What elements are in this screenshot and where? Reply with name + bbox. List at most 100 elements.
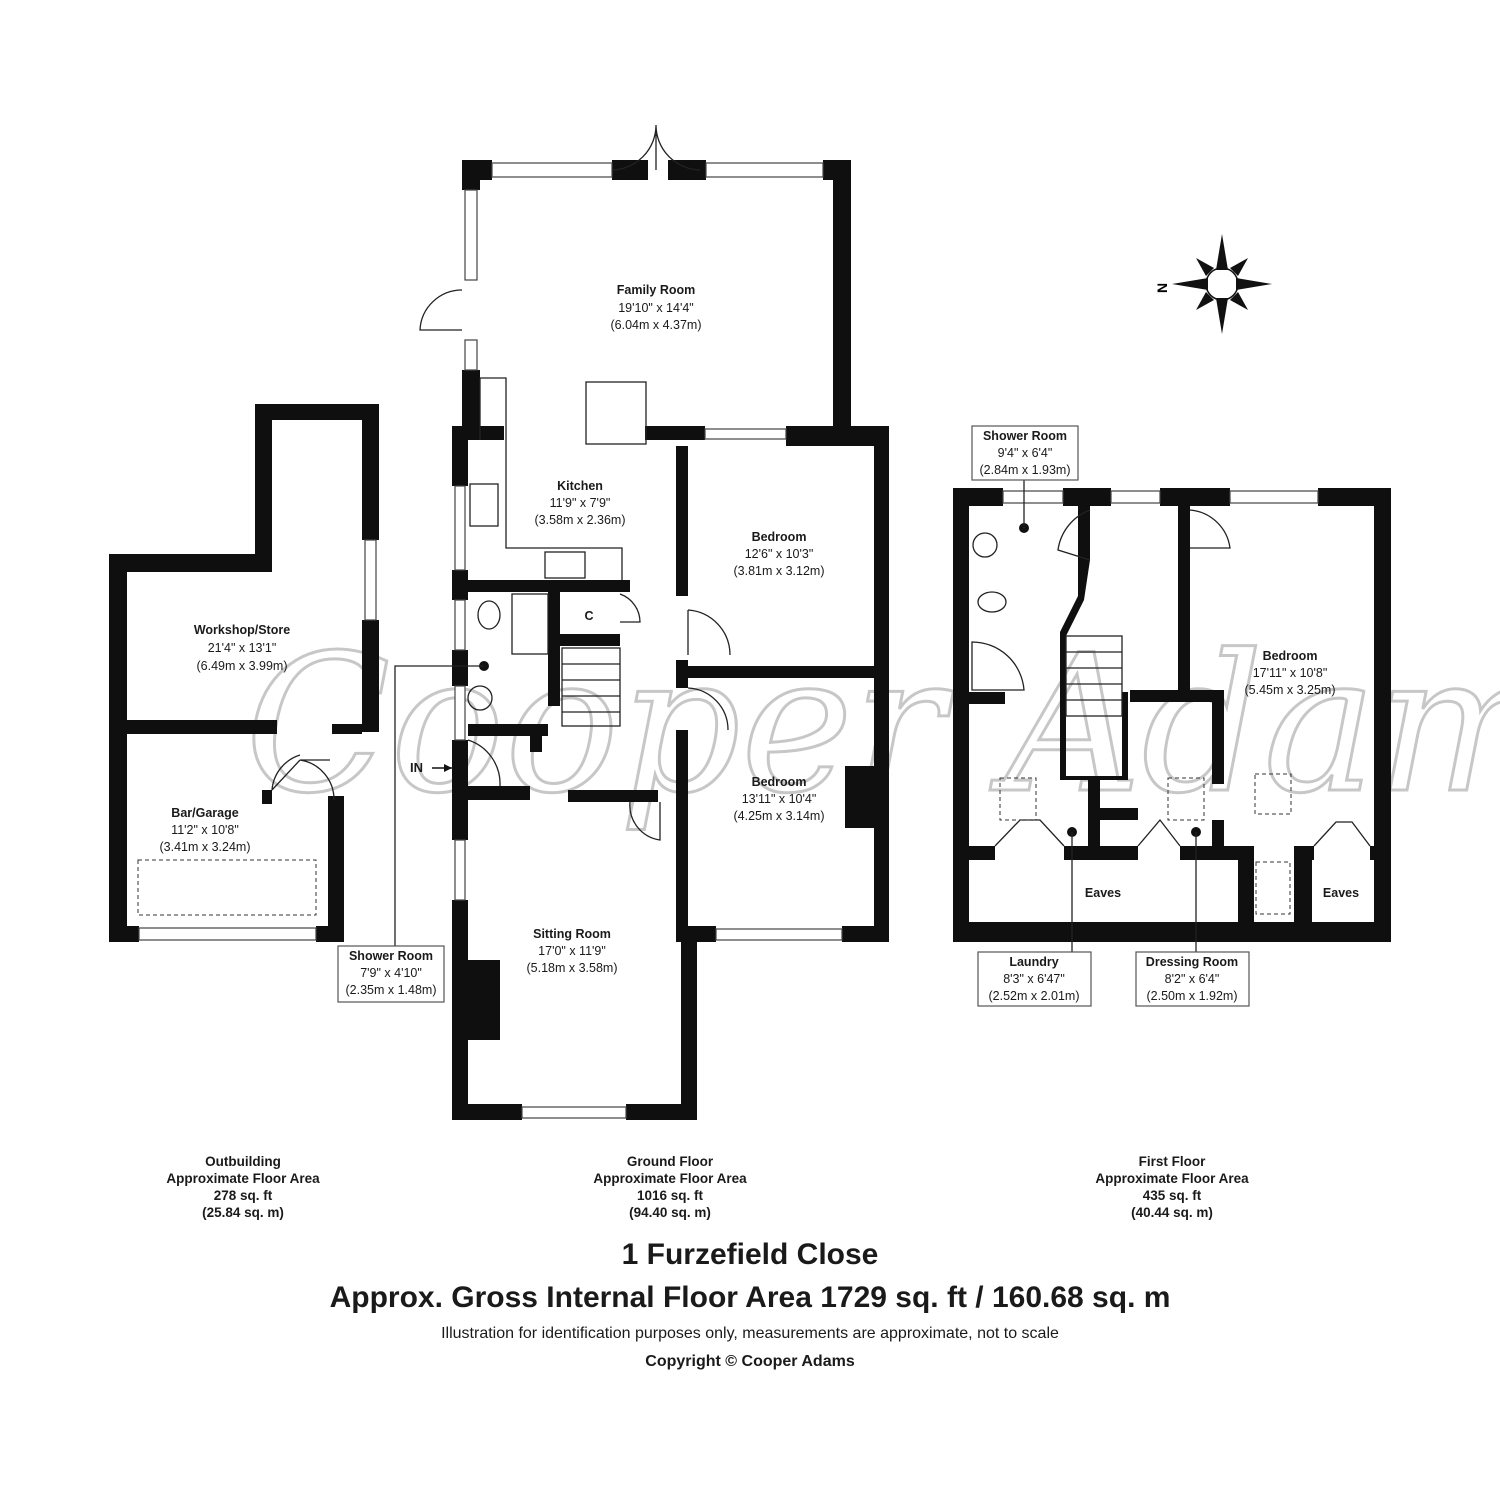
svg-text:7'9" x 4'10": 7'9" x 4'10"	[360, 966, 422, 980]
room-label-bedroom-3: Bedroom 17'11" x 10'8" (5.45m x 3.25m)	[1244, 649, 1335, 697]
first-area-label: Approximate Floor Area	[1095, 1171, 1249, 1186]
dressing-doors	[1137, 818, 1181, 847]
room-label-bar-garage: Bar/Garage 11'2" x 10'8" (3.41m x 3.24m)	[159, 806, 250, 854]
shower-room-door	[1057, 509, 1091, 561]
outbuilding-floor-name: Outbuilding	[205, 1154, 281, 1169]
toilet-icon	[477, 600, 501, 630]
first-area-summary: First Floor Approximate Floor Area 435 s…	[1032, 1153, 1312, 1221]
compass-north-label: N	[1154, 283, 1170, 293]
outbuilding-window-east	[364, 539, 377, 621]
room-label-shower-ground: Shower Room 7'9" x 4'10" (2.35m x 1.48m)	[345, 949, 436, 997]
copyright: Copyright © Cooper Adams	[645, 1353, 855, 1370]
outbuilding-area-summary: Outbuilding Approximate Floor Area 278 s…	[103, 1153, 383, 1221]
shower-callout-leader	[394, 665, 484, 946]
first-sqm: (40.44 sq. m)	[1131, 1205, 1213, 1220]
room-label-cupboard: C	[584, 609, 593, 623]
svg-text:21'4" x 13'1": 21'4" x 13'1"	[208, 641, 277, 655]
svg-text:Shower Room: Shower Room	[349, 949, 433, 963]
svg-text:8'3" x 6'47": 8'3" x 6'47"	[1003, 972, 1065, 986]
laundry-callout-box	[977, 951, 1092, 1007]
first-basin-icon	[972, 532, 998, 558]
svg-text:Workshop/Store: Workshop/Store	[194, 623, 290, 637]
svg-text:Bedroom: Bedroom	[752, 530, 807, 544]
ground-floor-walls	[452, 160, 889, 1120]
entrance-label: IN	[410, 760, 423, 775]
svg-text:(3.81m x 3.12m): (3.81m x 3.12m)	[733, 564, 824, 578]
family-room-side-door	[419, 289, 463, 331]
garage-bar-counter	[137, 859, 317, 916]
svg-text:Sitting Room: Sitting Room	[533, 927, 611, 941]
family-room-window-north-2	[705, 162, 824, 178]
ground-sqm: (94.40 sq. m)	[629, 1205, 711, 1220]
garage-door-opening	[138, 927, 317, 941]
bedroom-window-south	[715, 928, 843, 941]
room-label-laundry: Laundry 8'3" x 6'47" (2.52m x 2.01m)	[988, 955, 1079, 1003]
svg-text:Family Room: Family Room	[617, 283, 696, 297]
svg-text:9'4" x 6'4": 9'4" x 6'4"	[998, 446, 1053, 460]
bedroom-1-door	[687, 609, 731, 656]
svg-text:Bar/Garage: Bar/Garage	[171, 806, 238, 820]
room-label-family: Family Room 19'10" x 14'4" (6.04m x 4.37…	[610, 283, 701, 332]
room-label-bedroom-2: Bedroom 13'11" x 10'4" (4.25m x 3.14m)	[733, 775, 824, 823]
svg-text:(2.84m x 1.93m): (2.84m x 1.93m)	[979, 463, 1070, 477]
first-toilet-icon	[977, 591, 1007, 613]
svg-text:11'2" x 10'8": 11'2" x 10'8"	[171, 823, 239, 837]
svg-text:(3.58m x 2.36m): (3.58m x 2.36m)	[534, 513, 625, 527]
outbuilding-sqft: 278 sq. ft	[213, 1188, 273, 1203]
svg-text:(2.35m x 1.48m): (2.35m x 1.48m)	[345, 983, 436, 997]
svg-text:8'2" x 6'4": 8'2" x 6'4"	[1165, 972, 1220, 986]
first-window-3	[1229, 490, 1319, 504]
kitchen-window	[454, 485, 466, 571]
room-label-eaves-2: Eaves	[1323, 886, 1359, 900]
room-label-bedroom-1: Bedroom 12'6" x 10'3" (3.81m x 3.12m)	[733, 530, 824, 578]
skylight-3	[1254, 773, 1292, 815]
svg-text:(4.25m x 3.14m): (4.25m x 3.14m)	[733, 809, 824, 823]
outbuilding-area-label: Approximate Floor Area	[166, 1171, 320, 1186]
svg-text:Bedroom: Bedroom	[752, 775, 807, 789]
basin-icon	[467, 685, 493, 711]
dressing-callout-box	[1135, 951, 1250, 1007]
skylight-1	[999, 777, 1037, 821]
svg-text:Laundry: Laundry	[1009, 955, 1058, 969]
family-room-window-west-2	[464, 339, 478, 371]
svg-text:Kitchen: Kitchen	[557, 479, 603, 493]
shower-window	[454, 599, 466, 651]
ground-area-label: Approximate Floor Area	[593, 1171, 747, 1186]
first-sqft: 435 sq. ft	[1142, 1188, 1202, 1203]
svg-text:(5.45m x 3.25m): (5.45m x 3.25m)	[1244, 683, 1335, 697]
outbuilding-walls	[109, 404, 379, 942]
shower-tray	[511, 593, 549, 655]
ground-floor-name: Ground Floor	[626, 1154, 714, 1169]
first-stairs	[1065, 635, 1123, 717]
family-room-window-north-1	[491, 162, 613, 178]
room-label-sitting: Sitting Room 17'0" x 11'9" (5.18m x 3.58…	[526, 927, 617, 975]
kitchen-worktop	[479, 377, 623, 580]
sitting-window-south	[521, 1106, 627, 1119]
sitting-window-west	[454, 839, 466, 901]
skylight-2	[1167, 777, 1205, 821]
svg-text:(2.52m x 2.01m): (2.52m x 2.01m)	[988, 989, 1079, 1003]
compass-rose-icon	[1172, 234, 1272, 334]
sitting-room-door	[629, 801, 661, 841]
svg-text:(5.18m x 3.58m): (5.18m x 3.58m)	[526, 961, 617, 975]
kitchen-sink	[469, 483, 499, 527]
svg-text:17'11" x 10'8": 17'11" x 10'8"	[1253, 666, 1328, 680]
skylight-4	[1255, 861, 1291, 915]
first-window-2	[1110, 490, 1161, 504]
svg-text:(6.04m x 4.37m): (6.04m x 4.37m)	[610, 318, 701, 332]
first-window-1	[1002, 490, 1064, 504]
shower-window-2	[454, 685, 466, 741]
workshop-door-swing	[271, 754, 301, 791]
svg-text:Dressing Room: Dressing Room	[1146, 955, 1238, 969]
kitchen-island	[585, 381, 647, 445]
outbuilding-door-swing	[271, 759, 335, 801]
outbuilding-sqm: (25.84 sq. m)	[202, 1205, 284, 1220]
room-label-shower-first: Shower Room 9'4" x 6'4" (2.84m x 1.93m)	[979, 429, 1070, 477]
svg-text:(3.41m x 3.24m): (3.41m x 3.24m)	[159, 840, 250, 854]
bedroom-2-door	[687, 687, 729, 731]
svg-text:19'10" x 14'4": 19'10" x 14'4"	[618, 301, 694, 315]
family-room-french-doors	[611, 124, 701, 171]
room-label-workshop: Workshop/Store 21'4" x 13'1" (6.49m x 3.…	[194, 623, 290, 673]
room-label-eaves-1: Eaves	[1085, 886, 1121, 900]
